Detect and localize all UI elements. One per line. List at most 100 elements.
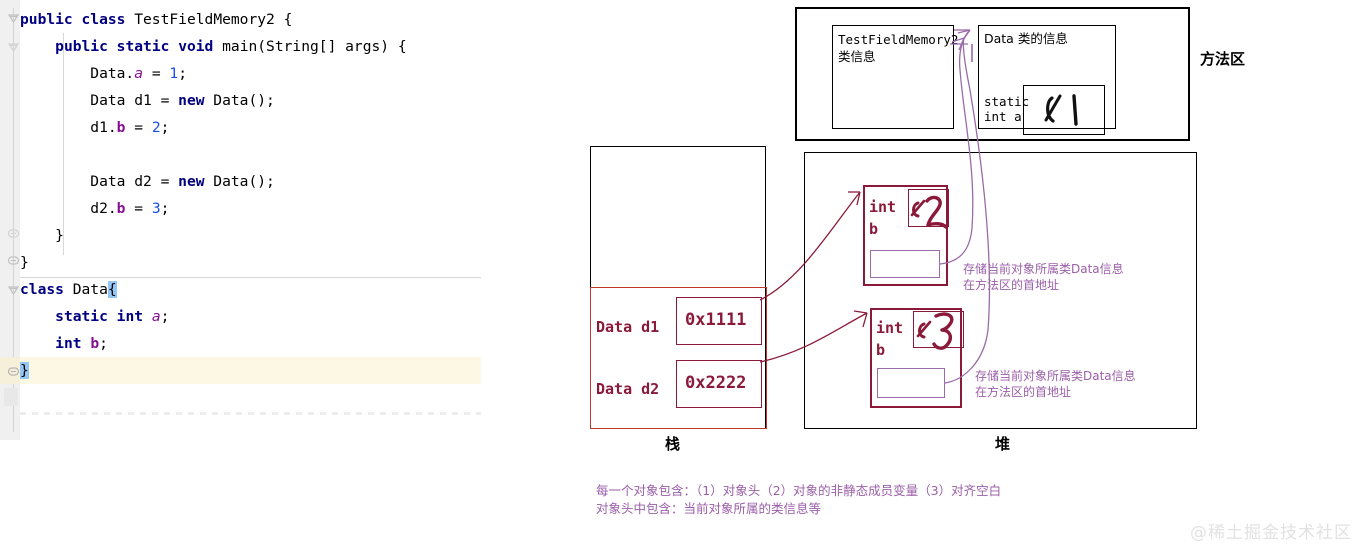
heap-object-2-field-type: int	[876, 319, 904, 337]
code-token: {	[107, 281, 117, 298]
code-token: b	[90, 335, 100, 352]
code-token: d2.	[20, 200, 117, 217]
code-token: int	[116, 308, 144, 325]
heap-object-1-field-label: int b	[869, 196, 896, 240]
code-line-l13[interactable]: int b;	[20, 330, 481, 357]
code-token: ;	[178, 65, 187, 82]
code-token: Data d2 =	[20, 173, 179, 190]
heap-object-2-field-name: b	[876, 341, 886, 359]
code-line-l3[interactable]: Data.a = 1;	[20, 60, 481, 87]
code-token	[169, 38, 178, 55]
code-token: 2	[151, 119, 161, 136]
editor-gutter[interactable]	[0, 0, 20, 440]
code-line-l9[interactable]: }	[20, 222, 481, 249]
footnote-line-2: 对象头中包含：当前对象所属的类信息等	[596, 501, 822, 516]
code-token: b	[116, 200, 126, 217]
stack-var-d1-label: Data d1	[596, 318, 659, 337]
code-token: }	[20, 362, 29, 379]
code-token: public	[55, 38, 108, 55]
heap-object-1-header-note: 存储当前对象所属类Data信息 在方法区的首地址	[963, 262, 1124, 292]
code-editor[interactable]: public class TestFieldMemory2 { public s…	[0, 0, 481, 551]
stack-var-d2-type: Data	[596, 380, 633, 398]
code-token: Data();	[204, 92, 275, 109]
static-field-a-value-box	[1023, 85, 1105, 135]
class-info-testfieldmemory2-line1: TestFieldMemory2	[838, 32, 959, 47]
code-line-l2[interactable]: public static void main(String[] args) {	[20, 33, 481, 60]
code-line-l4[interactable]: Data d1 = new Data();	[20, 87, 481, 114]
fold-marker-class-testfieldmemory2[interactable]	[6, 11, 21, 26]
gutter-fold-box[interactable]	[4, 388, 18, 406]
stack-var-d1-value: 0x1111	[685, 310, 747, 330]
code-line-l6[interactable]	[20, 141, 481, 168]
code-token: ;	[99, 335, 108, 352]
code-token	[82, 335, 91, 352]
code-line-l5[interactable]: d1.b = 2;	[20, 114, 481, 141]
code-token: b	[116, 119, 126, 136]
stack-var-d2-value: 0x2222	[685, 373, 747, 393]
code-token: 1	[169, 65, 179, 82]
code-token: =	[125, 200, 152, 217]
code-token: class	[81, 11, 126, 28]
code-token	[108, 38, 117, 55]
code-token: ;	[160, 119, 170, 136]
code-line-l10[interactable]: }	[20, 249, 481, 276]
caret-line-gutter-highlight	[0, 357, 20, 384]
code-token: =	[143, 65, 170, 82]
heap-object-1-header-box	[870, 250, 940, 278]
code-token: a	[151, 308, 161, 325]
code-line-l11[interactable]: class Data{	[20, 276, 481, 303]
heap-object-1-value	[908, 189, 954, 237]
memory-model-diagram: TestFieldMemory2 类信息 Data 类的信息 static in…	[560, 0, 1360, 551]
static-field-a-value	[1040, 88, 1100, 132]
indent-guide-level1	[63, 33, 64, 255]
fold-marker-class-end[interactable]	[6, 253, 21, 268]
code-line-l14[interactable]: }	[20, 357, 481, 384]
code-token: new	[178, 173, 205, 190]
code-token: Data	[63, 281, 108, 298]
code-line-l7[interactable]: Data d2 = new Data();	[20, 168, 481, 195]
code-token: Data d1 =	[20, 92, 179, 109]
code-token: void	[178, 38, 214, 55]
code-token: =	[125, 119, 152, 136]
code-token: int	[55, 335, 82, 352]
code-content[interactable]: public class TestFieldMemory2 { public s…	[20, 6, 481, 384]
code-line-l12[interactable]: static int a;	[20, 303, 481, 330]
code-token	[20, 308, 55, 325]
heap-object-2-header-note: 存储当前对象所属类Data信息 在方法区的首地址	[975, 369, 1136, 399]
code-line-l8[interactable]: d2.b = 3;	[20, 195, 481, 222]
stack-var-d2-name: d2	[641, 380, 660, 398]
fold-marker-class-data[interactable]	[6, 283, 21, 298]
watermark: @稀土掘金技术社区	[1190, 523, 1352, 543]
code-token: new	[178, 92, 205, 109]
footnote-line-1: 每一个对象包含：（1）对象头（2）对象的非静态成员变量（3）对齐空白	[596, 483, 1002, 498]
method-area-box	[795, 7, 1190, 141]
code-token	[73, 11, 82, 28]
code-token	[20, 335, 55, 352]
stack-var-d2-label: Data d2	[596, 380, 659, 399]
code-token: d1.	[20, 119, 117, 136]
stack-var-d1-name: d1	[641, 318, 660, 336]
code-token: ;	[160, 308, 170, 325]
code-token	[20, 38, 55, 55]
code-token: public	[20, 11, 73, 28]
stack-var-d2-value-box	[676, 360, 762, 408]
code-token: a	[134, 65, 144, 82]
code-line-l1[interactable]: public class TestFieldMemory2 {	[20, 6, 481, 33]
fold-marker-main-method[interactable]	[6, 40, 21, 55]
code-token: class	[20, 281, 64, 298]
fold-marker-class-data-end[interactable]	[6, 364, 21, 379]
code-token	[108, 308, 117, 325]
caret-line-highlight	[20, 357, 481, 384]
editor-horizontal-scrollbar[interactable]	[20, 412, 481, 415]
code-token: ;	[160, 200, 170, 217]
gutter-divider-line	[13, 8, 14, 432]
fold-marker-main-end[interactable]	[6, 226, 21, 241]
method-area-label: 方法区	[1200, 50, 1246, 68]
code-token: static	[116, 38, 170, 55]
code-token: Data.	[20, 65, 135, 82]
code-token: 3	[151, 200, 161, 217]
class-info-testfieldmemory2-line2: 类信息	[838, 49, 876, 64]
heap-object-2-field-label: int b	[876, 317, 903, 361]
heap-object-1-field-type: int	[869, 198, 897, 216]
code-token: TestFieldMemory2 {	[125, 11, 293, 28]
